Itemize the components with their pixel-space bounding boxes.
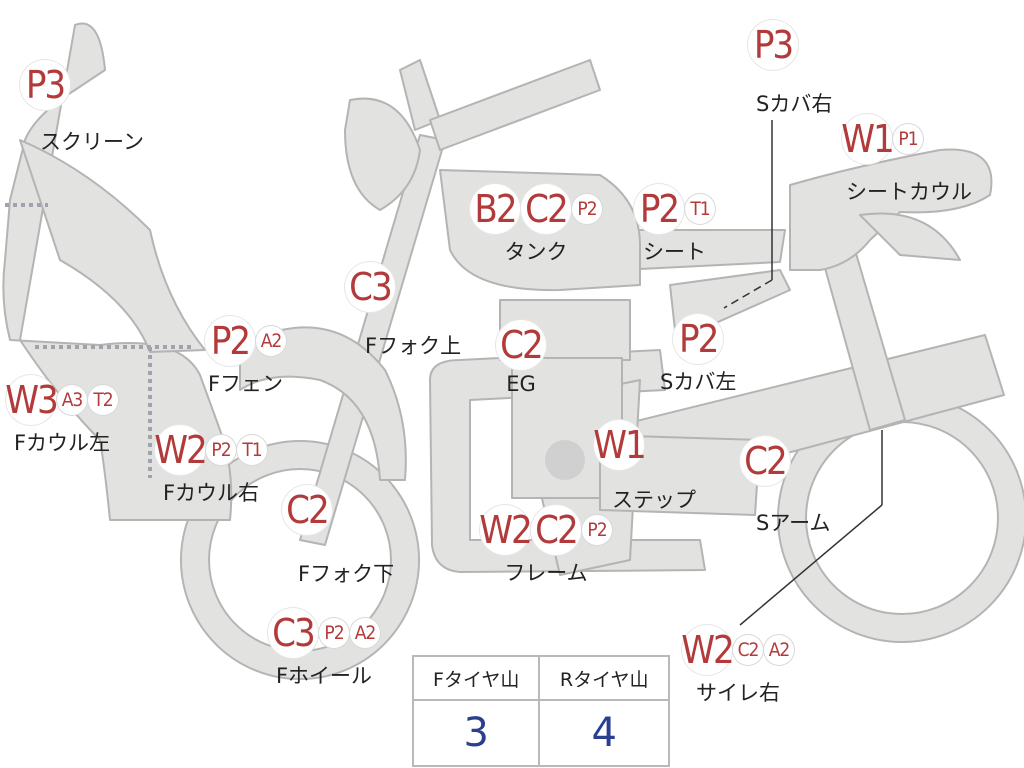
label-step: ステップ bbox=[612, 488, 696, 512]
part-front-fork-lower: C2 bbox=[282, 485, 332, 535]
rear-tire-value: 4 bbox=[538, 699, 670, 767]
part-label: シート bbox=[643, 240, 706, 264]
badge: C3 bbox=[268, 608, 318, 658]
front-tire-value: 3 bbox=[411, 699, 541, 767]
seat-cowl-shape bbox=[789, 148, 993, 271]
badge-row: P2 bbox=[673, 314, 724, 364]
part-frame: W2 C2 P2 フレーム bbox=[479, 505, 612, 587]
badge: P3 bbox=[20, 60, 70, 110]
part-screen: P3 bbox=[20, 60, 70, 110]
part-silencer-right: W2 C2 A2 サイレ右 bbox=[681, 625, 794, 707]
badge: B2 bbox=[470, 184, 520, 234]
part-tank: B2 C2 P2 タンク bbox=[470, 184, 602, 266]
part-swing-arm: C2 bbox=[740, 436, 790, 486]
label-swing-arm: Sアーム bbox=[756, 511, 831, 535]
badge: C2 bbox=[531, 505, 581, 555]
tire-tread-table: Fタイヤ山 Rタイヤ山 3 4 bbox=[411, 655, 670, 767]
part-seat: P2 T1 シート bbox=[634, 184, 715, 266]
badge: A2 bbox=[256, 326, 286, 356]
badge-row: W1 bbox=[593, 420, 647, 470]
badge: P2 bbox=[572, 194, 602, 224]
badge: W3 bbox=[5, 375, 59, 425]
front-tire-header: Fタイヤ山 bbox=[411, 655, 541, 701]
part-front-wheel: C3 P2 A2 Fホイール bbox=[268, 608, 380, 690]
part-label: タンク bbox=[504, 240, 568, 264]
badge: W2 bbox=[681, 625, 735, 675]
part-label: フレーム bbox=[504, 561, 588, 585]
badge-row: C3 P2 A2 bbox=[268, 608, 380, 658]
part-label: Fホイール bbox=[275, 664, 373, 688]
label-side-cover-right: Sカバ右 bbox=[756, 92, 833, 116]
badge: P2 bbox=[319, 618, 349, 648]
badge: P2 bbox=[634, 184, 684, 234]
badge-row: P2 A2 bbox=[205, 316, 286, 366]
badge: C2 bbox=[733, 635, 763, 665]
badge: A3 bbox=[57, 385, 87, 415]
part-front-fender: P2 A2 Fフェン bbox=[205, 316, 286, 398]
part-side-cover-right: P3 bbox=[748, 20, 798, 70]
badge: C3 bbox=[345, 262, 395, 312]
badge-row: P2 T1 bbox=[634, 184, 715, 234]
part-label: Fカウル右 bbox=[162, 481, 260, 505]
badge: P2 bbox=[205, 316, 255, 366]
badge: W2 bbox=[479, 505, 533, 555]
label-front-fork-upper: Fフォク上 bbox=[365, 334, 462, 358]
part-step: W1 bbox=[593, 420, 647, 470]
badge-row: W2 C2 P2 bbox=[479, 505, 612, 555]
part-engine: C2 EG bbox=[496, 320, 546, 396]
front-wheel-shape bbox=[182, 442, 418, 678]
badge: P3 bbox=[748, 20, 798, 70]
part-label: Fフェン bbox=[207, 372, 284, 396]
part-seat-cowl: W1 P1 bbox=[841, 114, 923, 164]
badge: T1 bbox=[237, 435, 267, 465]
badge: C2 bbox=[521, 184, 571, 234]
part-side-cover-left: P2 Sカバ左 bbox=[660, 314, 736, 396]
part-front-cowl-left: W3 A3 T2 Fカウル左 bbox=[5, 375, 118, 457]
badge-row: W1 P1 bbox=[841, 114, 923, 164]
badge: C2 bbox=[282, 485, 332, 535]
badge-row: P3 bbox=[748, 20, 798, 70]
badge: P2 bbox=[582, 515, 612, 545]
badge-row: W3 A3 T2 bbox=[5, 375, 118, 425]
label-front-fork-lower: Fフォク下 bbox=[298, 562, 395, 586]
badge: T2 bbox=[88, 385, 118, 415]
front-fender-shape bbox=[239, 326, 407, 481]
badge-row: C2 bbox=[496, 320, 546, 370]
badge: W1 bbox=[593, 420, 647, 470]
part-label: サイレ右 bbox=[696, 681, 780, 705]
badge-row: C3 bbox=[345, 262, 395, 312]
badge-row: C2 bbox=[282, 485, 332, 535]
rear-tire-header: Rタイヤ山 bbox=[538, 655, 670, 701]
part-label: Sカバ左 bbox=[660, 370, 737, 394]
badge-row: W2 P2 T1 bbox=[154, 425, 267, 475]
badge: A2 bbox=[350, 618, 380, 648]
badge-row: C2 bbox=[740, 436, 790, 486]
part-label: Fカウル左 bbox=[13, 431, 111, 455]
badge: T1 bbox=[685, 194, 715, 224]
part-label: EG bbox=[506, 372, 536, 396]
badge: C2 bbox=[740, 436, 790, 486]
badge: W1 bbox=[841, 114, 895, 164]
badge-row: B2 C2 P2 bbox=[470, 184, 602, 234]
label-seat-cowl: シートカウル bbox=[846, 180, 972, 204]
badge: A2 bbox=[764, 635, 794, 665]
badge: C2 bbox=[496, 320, 546, 370]
badge-row: P3 bbox=[20, 60, 70, 110]
badge: W2 bbox=[154, 425, 208, 475]
badge: P2 bbox=[206, 435, 236, 465]
label-screen: スクリーン bbox=[40, 130, 144, 154]
badge-row: W2 C2 A2 bbox=[681, 625, 794, 675]
part-front-fork-upper: C3 bbox=[345, 262, 395, 312]
part-front-cowl-right: W2 P2 T1 Fカウル右 bbox=[154, 425, 267, 507]
badge: P2 bbox=[673, 314, 724, 364]
badge: P1 bbox=[893, 124, 923, 154]
